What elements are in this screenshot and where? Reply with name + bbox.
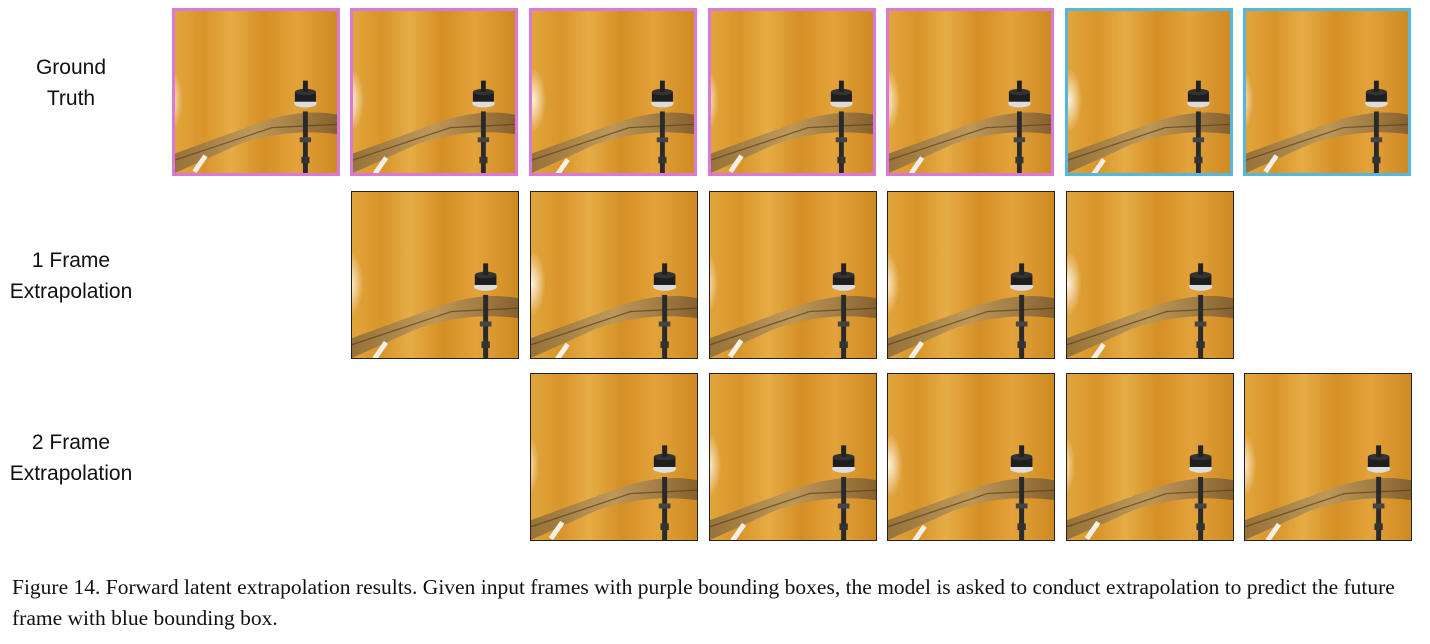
pred2-frame-2 — [709, 373, 877, 541]
gt-frame-7 — [1243, 8, 1411, 176]
row-label-line1: 2 Frame — [31, 431, 111, 454]
row-label-line2: Extrapolation — [9, 462, 133, 485]
row-label-ground-truth: Ground Truth — [0, 52, 142, 114]
row-label-1-frame: 1 Frame Extrapolation — [0, 245, 142, 307]
pred2-frame-4 — [1066, 373, 1234, 541]
gt-frame-6 — [1065, 8, 1233, 176]
figure-caption: Figure 14. Forward latent extrapolation … — [12, 575, 1395, 630]
pred1-frame-4 — [887, 191, 1055, 359]
pred1-frame-5 — [1066, 191, 1234, 359]
row-label-2-frame: 2 Frame Extrapolation — [0, 427, 142, 489]
row-label-line1: Ground — [35, 56, 107, 79]
pred2-frame-1 — [530, 373, 698, 541]
row-label-line2: Truth — [46, 87, 96, 110]
gt-frame-5 — [886, 8, 1054, 176]
gt-frame-3 — [529, 8, 697, 176]
row-label-line1: 1 Frame — [31, 249, 111, 272]
gt-frame-4 — [708, 8, 876, 176]
pred1-frame-2 — [530, 191, 698, 359]
row-label-line2: Extrapolation — [9, 280, 133, 303]
gt-frame-1 — [172, 8, 340, 176]
gt-frame-2 — [350, 8, 518, 176]
pred2-frame-3 — [887, 373, 1055, 541]
pred2-frame-5 — [1244, 373, 1412, 541]
pred1-frame-3 — [709, 191, 877, 359]
pred1-frame-1 — [351, 191, 519, 359]
